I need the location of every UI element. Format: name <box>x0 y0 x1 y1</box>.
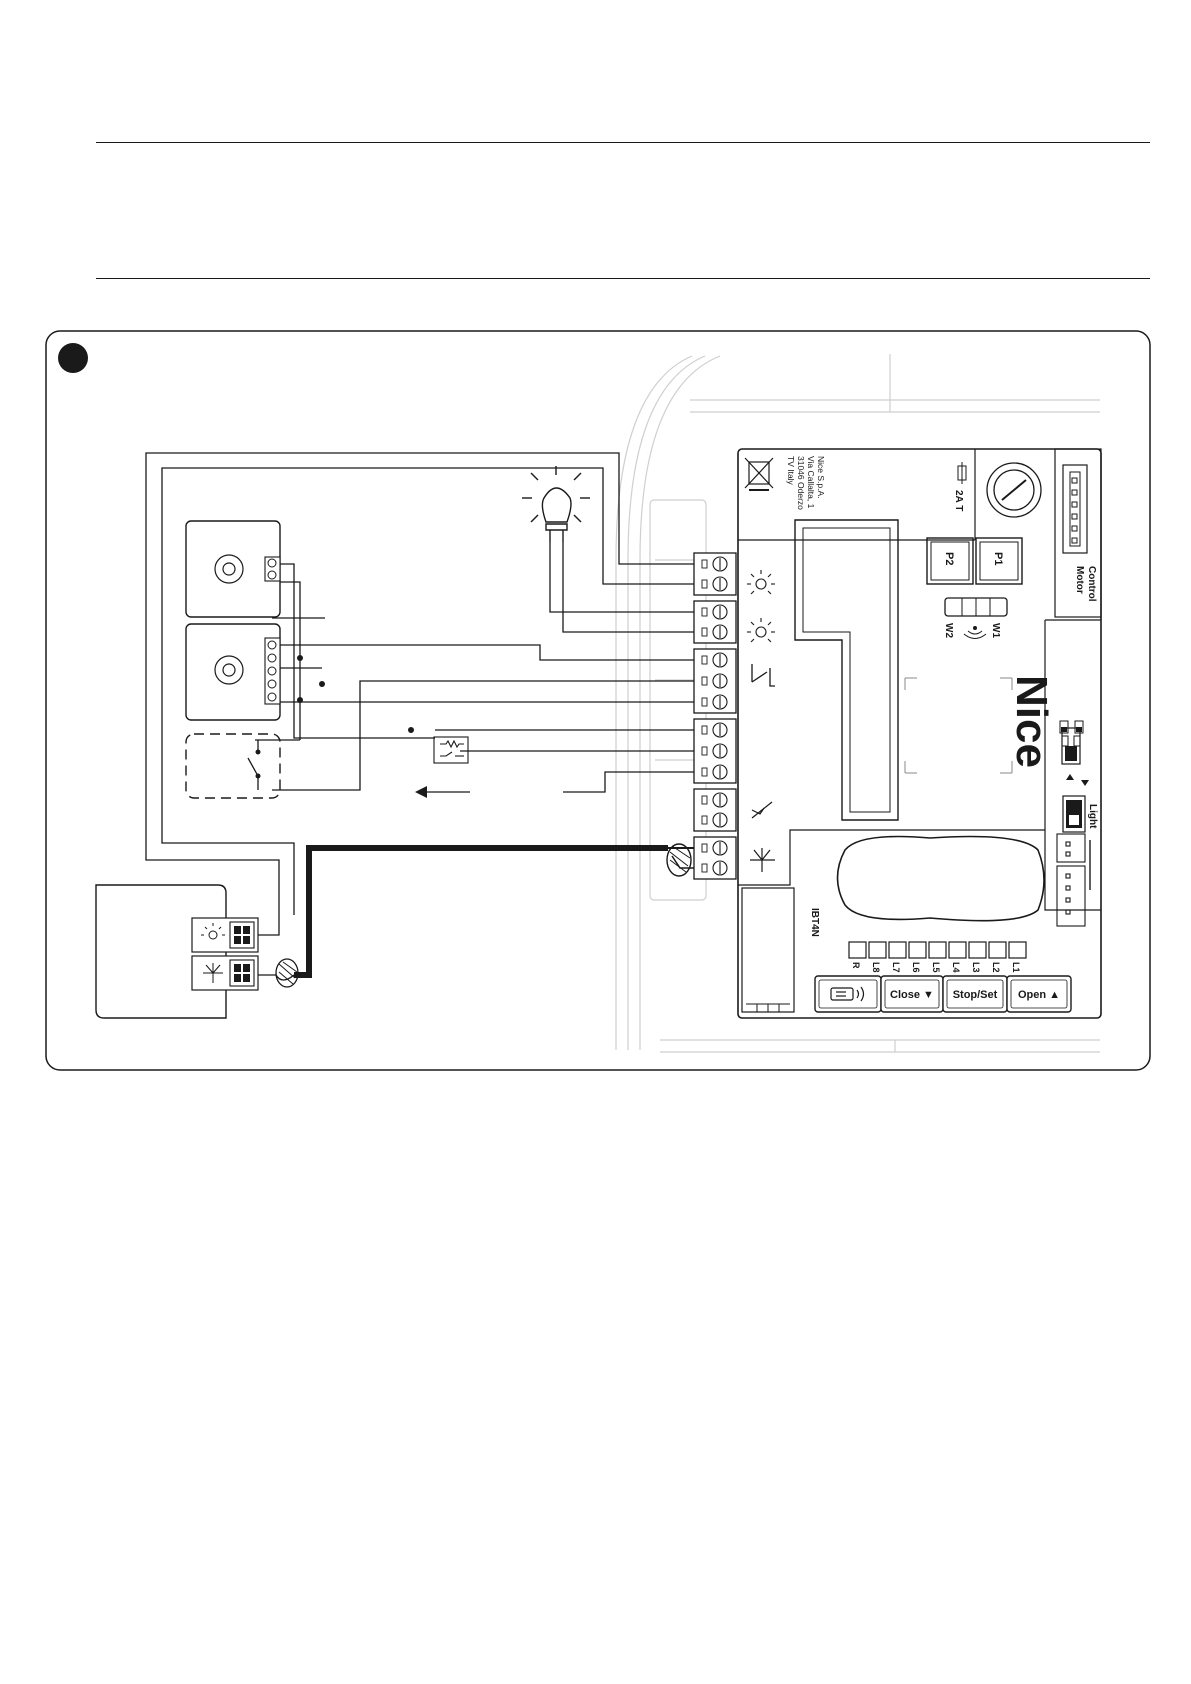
close-button[interactable]: Close ▼ <box>881 976 943 1012</box>
svg-text:Via Callalta, 1: Via Callalta, 1 <box>806 456 816 509</box>
photocell-transmitter <box>186 521 280 617</box>
figure-marker <box>58 343 88 373</box>
svg-text:L6: L6 <box>911 962 921 973</box>
safety-edge-module <box>434 737 468 763</box>
antenna-coax-cable <box>294 844 694 975</box>
svg-text:W2: W2 <box>943 623 954 638</box>
light-bulb-icon <box>522 466 590 542</box>
radio-button[interactable] <box>815 976 881 1012</box>
ibt4n-label: IBT4N <box>809 908 820 937</box>
svg-text:L7: L7 <box>891 962 901 973</box>
led-row <box>849 942 1026 958</box>
svg-text:Open ▲: Open ▲ <box>1018 989 1060 1001</box>
svg-text:L3: L3 <box>971 962 981 973</box>
direction-arrow <box>415 786 470 798</box>
svg-text:L2: L2 <box>991 962 1001 973</box>
svg-text:P1: P1 <box>992 552 1004 565</box>
svg-text:TV Italy: TV Italy <box>786 456 796 486</box>
open-button[interactable]: Open ▲ <box>1007 976 1071 1012</box>
svg-text:R: R <box>851 962 861 969</box>
svg-text:31046 Oderzo: 31046 Oderzo <box>796 456 806 510</box>
wire-junctions <box>297 655 414 733</box>
svg-text:Control: Control <box>1086 566 1097 602</box>
svg-text:L5: L5 <box>931 962 941 973</box>
svg-text:Motor: Motor <box>1074 566 1085 594</box>
light-label: Light <box>1087 804 1098 829</box>
svg-text:Stop/Set: Stop/Set <box>953 989 998 1001</box>
svg-text:Nice S.p.A.: Nice S.p.A. <box>816 456 826 499</box>
led-labels: R L8 L7 L6 L5 L4 L3 L2 L1 <box>851 962 1021 973</box>
terminal-blocks <box>694 553 736 879</box>
svg-text:P2: P2 <box>943 552 955 565</box>
svg-text:L1: L1 <box>1011 962 1021 973</box>
stop-set-button[interactable]: Stop/Set <box>943 976 1007 1012</box>
svg-text:W1: W1 <box>990 623 1001 638</box>
svg-text:Close ▼: Close ▼ <box>890 989 934 1001</box>
photocell-receiver <box>186 624 280 720</box>
svg-text:L8: L8 <box>871 962 881 973</box>
brand-logo: Nice <box>1007 675 1056 768</box>
svg-text:L4: L4 <box>951 962 961 973</box>
fuse-label: 2A T <box>953 490 964 511</box>
key-switch-box <box>186 734 280 798</box>
external-radio-module <box>96 885 298 1018</box>
